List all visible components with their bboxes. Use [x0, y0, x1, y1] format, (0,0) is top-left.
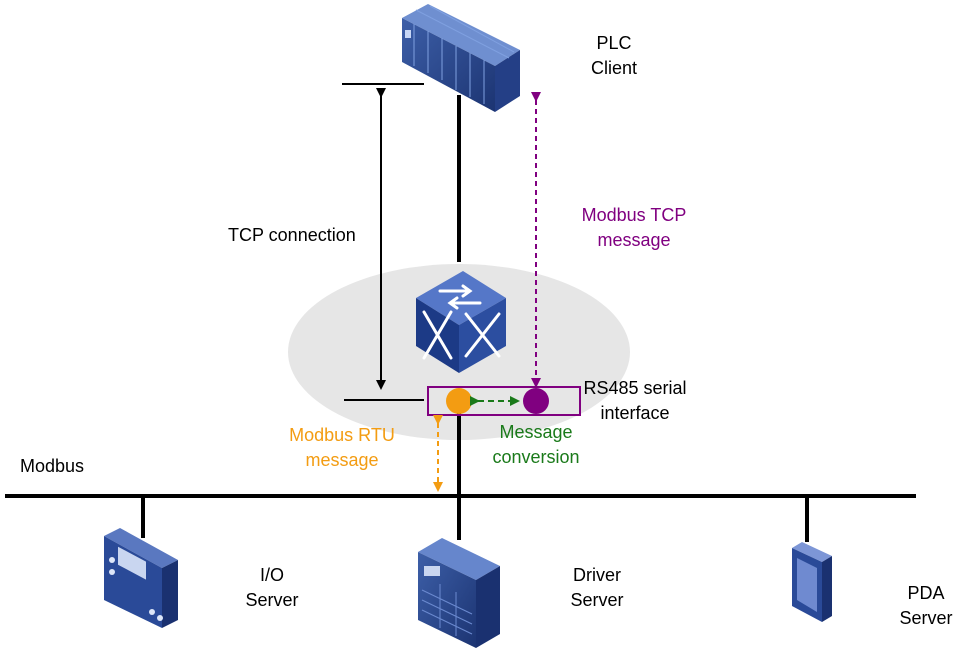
- tcp-connection-text: TCP connection: [228, 225, 356, 245]
- rs485-label: RS485 serial interface: [572, 376, 698, 426]
- pda-server-line2: Server: [899, 608, 953, 628]
- tcp-connection-label: TCP connection: [228, 223, 356, 248]
- driver-server-line2: Server: [570, 590, 624, 610]
- modbus-tcp-line2: message: [597, 230, 671, 250]
- switch-cube-icon: [416, 271, 506, 373]
- plc-rack-icon: [402, 4, 520, 112]
- modbus-rtu-line2: message: [305, 450, 379, 470]
- plc-client-label: PLC Client: [579, 31, 649, 81]
- modbus-tcp-line1: Modbus TCP: [581, 205, 687, 225]
- driver-server-label: Driver Server: [557, 563, 637, 613]
- modbus-rtu-line1: Modbus RTU: [289, 425, 395, 445]
- pda-icon: [792, 542, 832, 622]
- rs485-line1: RS485 serial: [583, 378, 687, 398]
- pda-server-label: PDA Server: [888, 581, 964, 631]
- modbus-bus-label: Modbus: [20, 454, 84, 479]
- message-conversion-line2: conversion: [492, 447, 580, 467]
- plc-label-line2: Client: [590, 58, 638, 78]
- rtu-port-dot: [446, 388, 472, 414]
- driver-server-line1: Driver: [573, 565, 621, 585]
- io-server-label: I/O Server: [232, 563, 312, 613]
- rs485-line2: interface: [600, 403, 670, 423]
- pda-server-line1: PDA: [907, 583, 945, 603]
- io-server-line1: I/O: [259, 565, 284, 585]
- io-device-icon: [104, 528, 178, 628]
- rs485-interface-box: [427, 386, 581, 416]
- io-server-line2: Server: [245, 590, 299, 610]
- driver-device-icon: [418, 538, 500, 648]
- modbus-tcp-label: Modbus TCP message: [560, 203, 708, 253]
- modbus-rtu-label: Modbus RTU message: [268, 423, 416, 473]
- modbus-bus-text: Modbus: [20, 456, 85, 476]
- tcp-port-dot: [523, 388, 549, 414]
- message-conversion-line1: Message: [499, 422, 573, 442]
- plc-label-line1: PLC: [596, 33, 632, 53]
- message-conversion-label: Message conversion: [476, 420, 596, 470]
